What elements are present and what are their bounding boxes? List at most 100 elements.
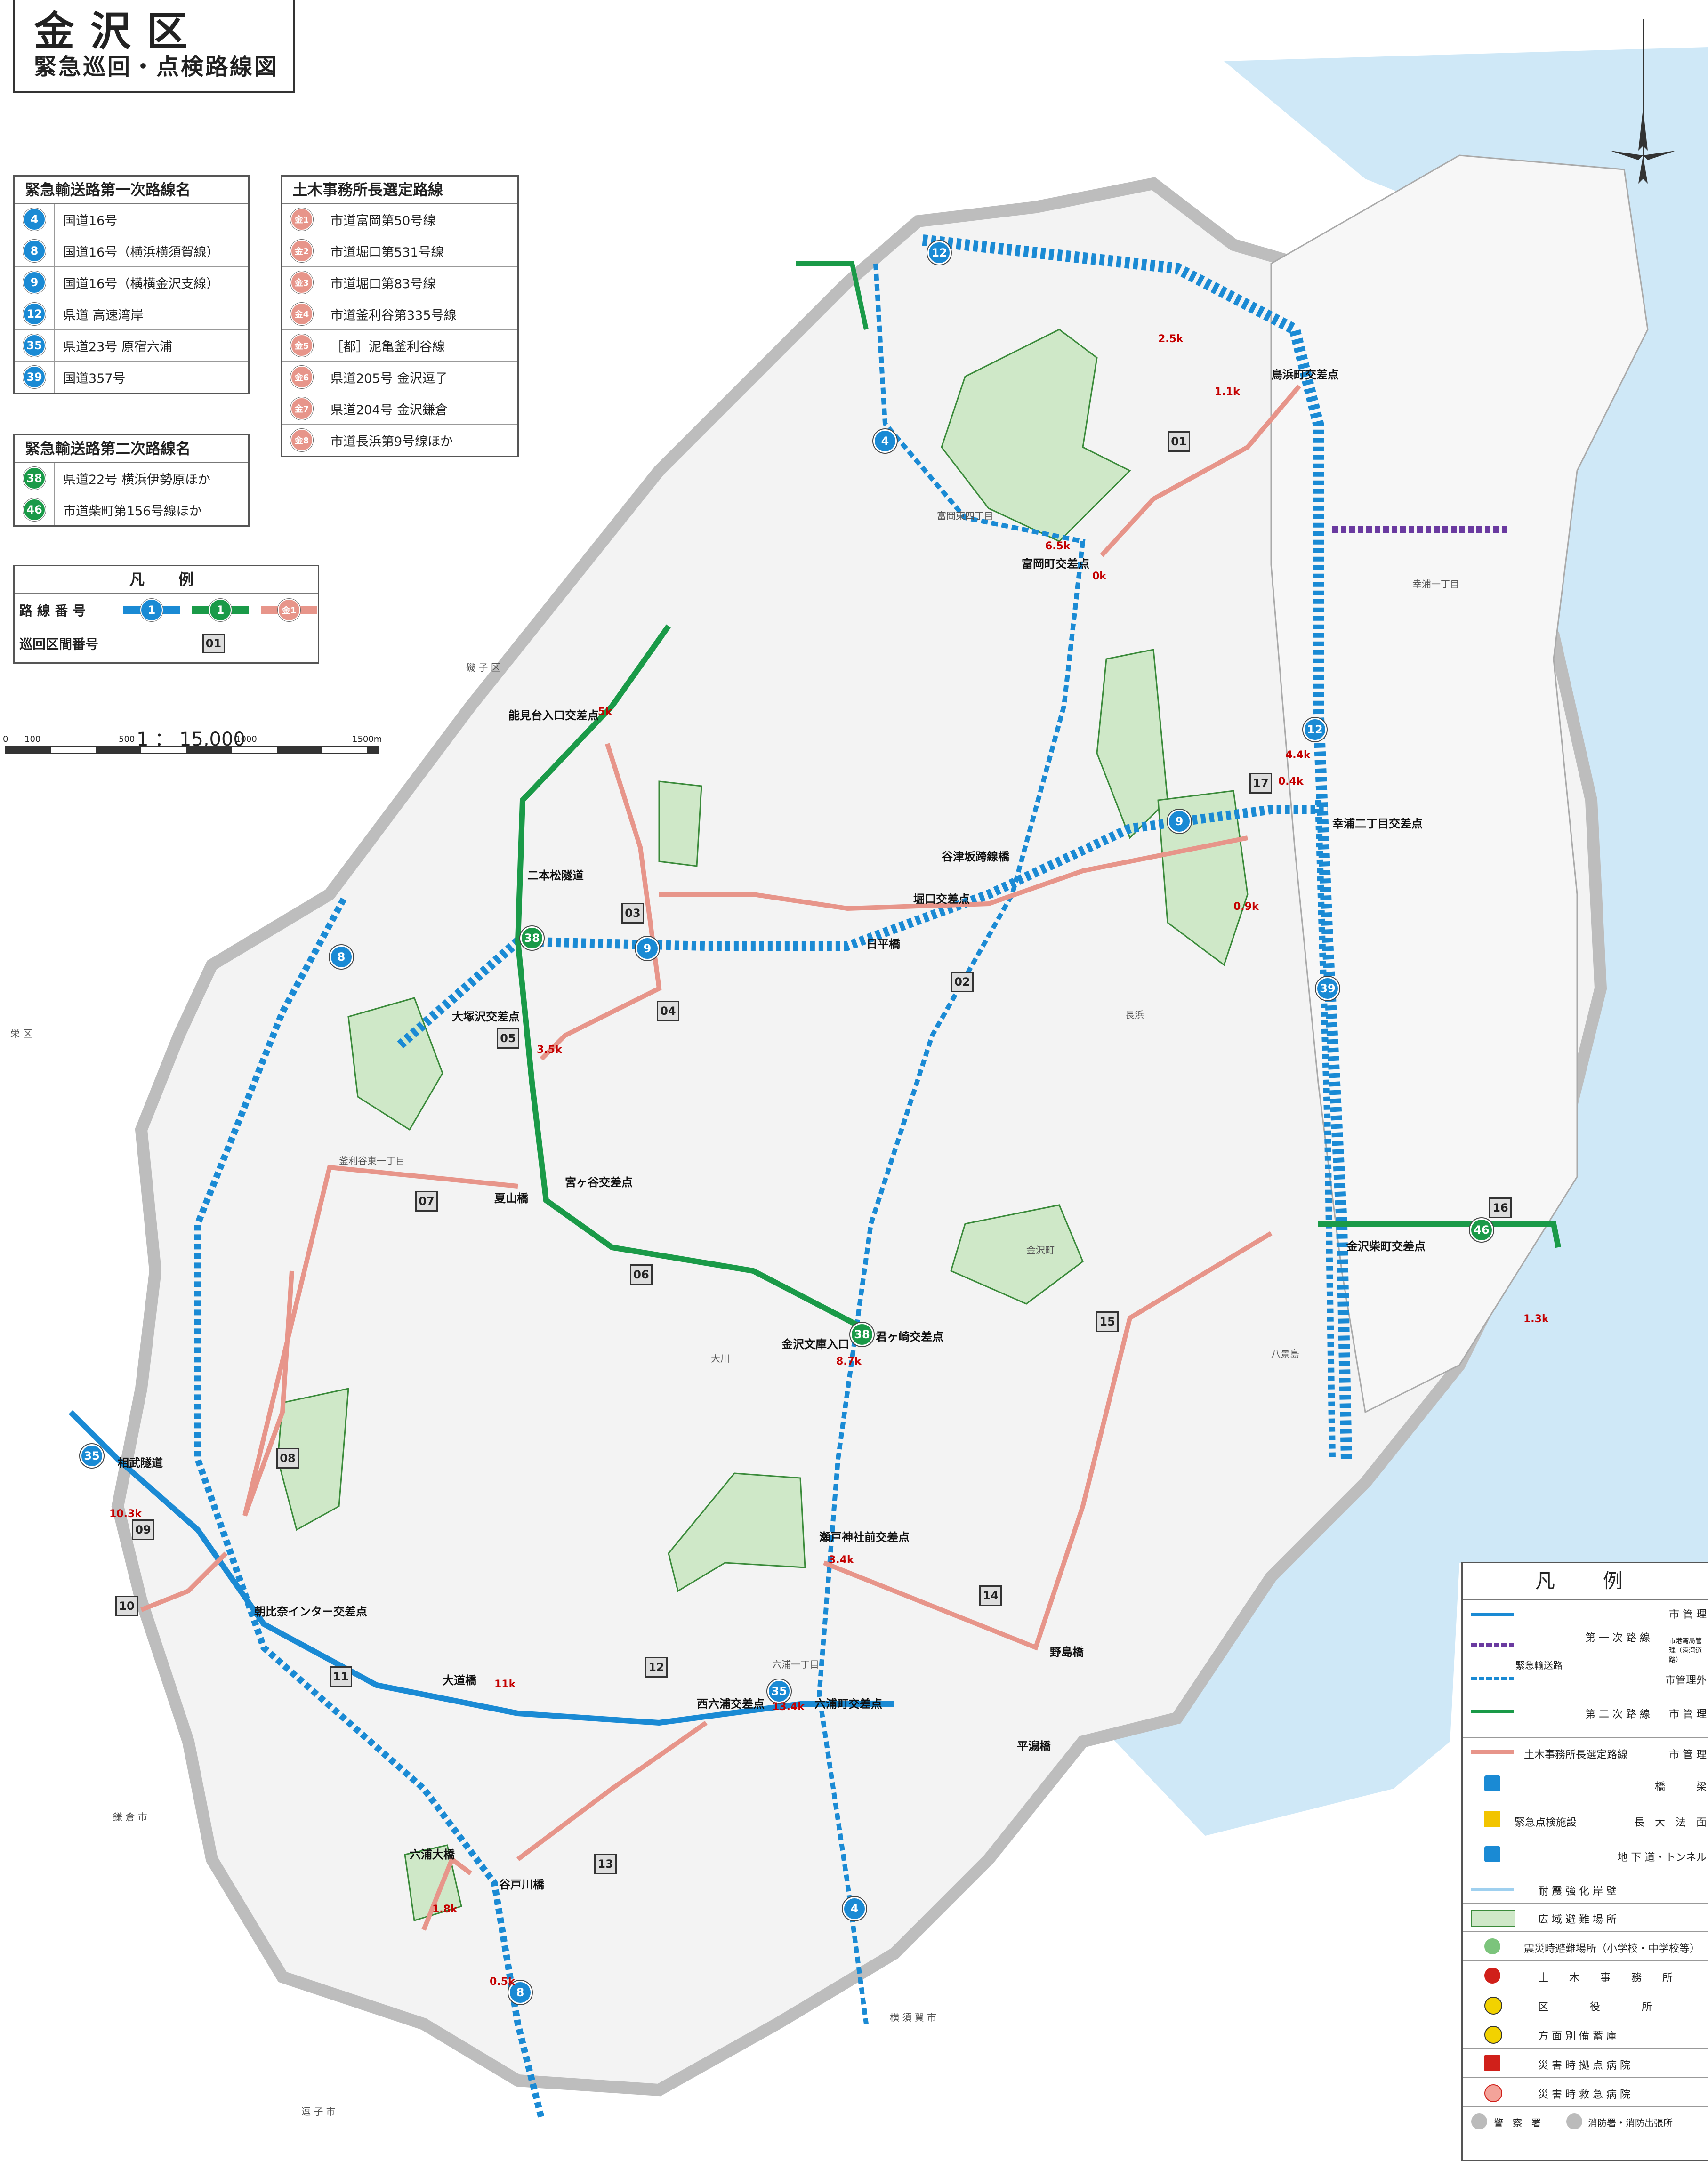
legend-evac-area-row: 広 域 避 難 場 所 — [1463, 1903, 1708, 1932]
ward-office-icon — [1484, 1997, 1502, 2015]
legend-seawall-row: 耐 震 強 化 岸 壁 — [1463, 1875, 1708, 1904]
legend-bridge: 橋 梁 — [1654, 1781, 1707, 1793]
page-title: 金沢区 — [34, 8, 203, 55]
km-mark: 6.5k — [1045, 540, 1071, 552]
label-aibu-tunnel: 相武隧道 — [118, 1456, 163, 1470]
place-mutsuura: 六浦一丁目 — [772, 1659, 819, 1670]
police-icon — [1471, 2113, 1487, 2129]
place-nagahama: 長浜 — [1125, 1009, 1144, 1020]
legend-outside-mgmt: 市管理外 — [1665, 1675, 1707, 1687]
label-seto-shrine-crossing: 瀬戸神社前交差点 — [819, 1531, 910, 1544]
route-name: ［都］泥亀釜利谷線 — [330, 339, 445, 354]
park-area — [941, 329, 1131, 542]
park-area — [658, 780, 702, 867]
legend-city-mgmt: 市 管 理 — [1669, 1749, 1707, 1761]
place-sachiura: 幸浦一丁目 — [1412, 578, 1459, 590]
route-kanazawa-6-line — [516, 1720, 708, 1861]
label-shibacho-crossing: 金沢柴町交差点 — [1346, 1240, 1426, 1253]
label-daido-bridge: 大道橋 — [443, 1674, 476, 1687]
label-miyagaya-crossing: 宮ヶ谷交差点 — [565, 1176, 633, 1189]
legend-fire: 消防署・消防出張所 — [1588, 2117, 1673, 2129]
legend-police: 警 察 署 — [1494, 2117, 1541, 2129]
legend-first-route: 第 一 次 路 線 — [1585, 1632, 1650, 1644]
label-horiguchi-crossing: 堀口交差点 — [913, 892, 970, 906]
place-tomioka-higashi: 富岡東四丁目 — [937, 510, 993, 522]
small-legend: 凡 例 路 線 番 号 1 1 金1 巡回区間番号 01 — [13, 565, 319, 664]
place-zushi: 逗 子 市 — [301, 2106, 336, 2117]
km-mark: 3.5k — [537, 1044, 562, 1056]
scale-bar — [5, 746, 379, 754]
legend-label: 路 線 番 号 — [15, 594, 109, 627]
route-name: 県道205号 金沢逗子 — [330, 371, 448, 386]
label-sachiura2-crossing: 幸浦二丁目交差点 — [1332, 817, 1423, 830]
route-number-icon: 1 — [140, 599, 163, 621]
route-number-icon: 4 — [23, 208, 46, 231]
route-kanazawa-5-line — [823, 1231, 1273, 1651]
route-number-icon: 金8 — [290, 429, 313, 451]
route-name: 市道堀口第531号線 — [330, 245, 444, 260]
km-mark: 0.4k — [1278, 776, 1304, 787]
route-38-line — [515, 624, 872, 1335]
sea-area — [1036, 47, 1708, 1836]
fire-station-icon — [1566, 2113, 1582, 2129]
legend-director-row: 土木事務所長選定路線 市 管 理 — [1463, 1737, 1708, 1767]
label-noukendai-entrance: 能見台入口交差点 — [508, 709, 599, 722]
section-14: 14 — [979, 1585, 1002, 1606]
route-4-marker: 4 — [843, 1897, 866, 1920]
legend-evac-school: 震災時避難場所（小学校・中学校等） — [1524, 1943, 1700, 1955]
route-kanazawa-4-line — [242, 1165, 518, 1517]
civil-office-icon — [1484, 1968, 1500, 1984]
route-number-icon: 39 — [23, 366, 46, 388]
scale-tick: 500 — [119, 734, 135, 744]
route-8-line — [194, 897, 545, 2119]
route-name: 市道堀口第83号線 — [330, 276, 436, 291]
legend-civil-office-row: 土 木 事 務 所 — [1463, 1960, 1708, 1990]
section-17: 17 — [1249, 773, 1272, 794]
place-okawa: 大川 — [711, 1353, 730, 1364]
legend-storage-row: 方 面 別 備 蓄 庫 — [1463, 2019, 1708, 2049]
route-name: 県道 高速湾岸 — [63, 308, 144, 323]
map-legend: 凡 例 緊急輸送路 第 一 次 路 線 市 管 理 市港湾局管理（港湾道路） 市… — [1461, 1562, 1708, 2161]
route-9-marker: 9 — [636, 937, 659, 960]
place-kanazawacho: 金沢町 — [1026, 1245, 1055, 1256]
km-mark: 1.3k — [1523, 1313, 1549, 1325]
label-nojima-bridge: 野島橋 — [1050, 1646, 1084, 1659]
route-38-marker: 38 — [850, 1323, 874, 1346]
slope-icon — [1484, 1811, 1500, 1827]
park-area — [404, 1844, 462, 1921]
place-kamakura: 鎌 倉 市 — [113, 1811, 147, 1823]
label-bunko-entrance: 金沢文庫入口 — [781, 1338, 849, 1351]
legend-tunnel: 地 下 道・トンネル — [1617, 1852, 1707, 1864]
route-number-icon: 金4 — [290, 303, 313, 325]
small-legend-header: 凡 例 — [15, 566, 318, 594]
route-name: 国道16号（横浜横須賀線） — [63, 245, 219, 260]
route-kanazawa-7-line — [140, 1551, 228, 1612]
park-area — [347, 997, 443, 1131]
route-name: 国道16号（横横金沢支線） — [63, 276, 219, 291]
route-8-marker: 8 — [508, 1981, 532, 2004]
legend-base-hospital: 災 害 時 拠 点 病 院 — [1538, 2060, 1630, 2072]
section-07: 07 — [415, 1191, 438, 1212]
legend-police-fire-row: 警 察 署 消防署・消防出張所 — [1463, 2106, 1708, 2159]
label-otsukazawa-crossing: 大塚沢交差点 — [452, 1010, 520, 1023]
label-mutsuura-ohashi: 六浦大橋 — [410, 1848, 455, 1861]
place-sakae: 栄 区 — [10, 1028, 32, 1039]
storage-icon — [1484, 2026, 1502, 2044]
section-09: 09 — [132, 1519, 154, 1540]
legend-storage: 方 面 別 備 蓄 庫 — [1538, 2031, 1617, 2042]
label-hibira-bridge: 日平橋 — [866, 938, 900, 951]
route-number-icon: 9 — [23, 271, 46, 294]
label-kimigasaki-crossing: 君ヶ崎交差点 — [876, 1330, 943, 1343]
legend-emergency-group: 緊急輸送路 第 一 次 路 線 市 管 理 市港湾局管理（港湾道路） 市管理外 … — [1463, 1601, 1708, 1738]
emergency-hospital-icon — [1484, 2084, 1502, 2102]
route-kanazawa-2-line — [659, 835, 1248, 911]
label-nihonmatsu-tunnel: 二本松隧道 — [527, 869, 584, 882]
km-mark: 11k — [494, 1679, 516, 1690]
